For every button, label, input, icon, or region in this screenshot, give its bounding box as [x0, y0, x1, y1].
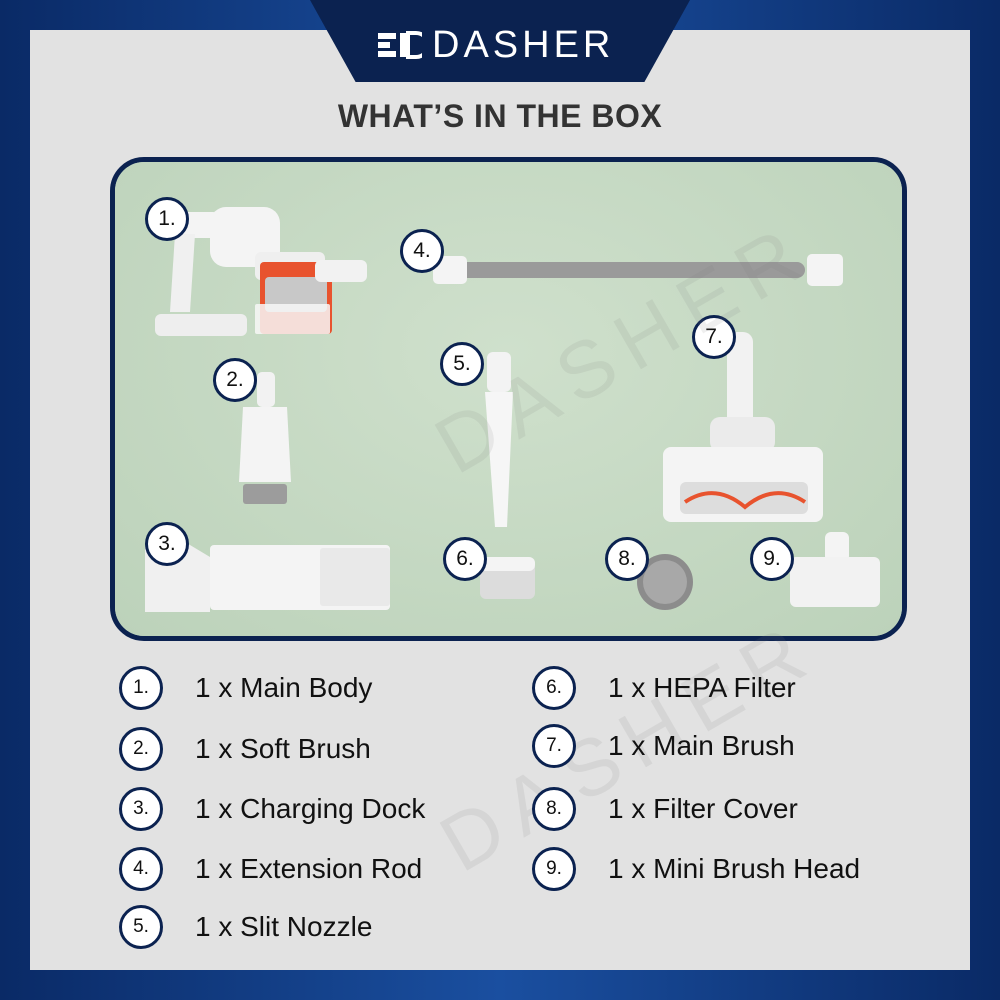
brand-name: DASHER	[432, 24, 615, 66]
list-item: 5. 1 x Slit Nozzle	[119, 905, 372, 949]
item-label: 1 x Soft Brush	[195, 733, 371, 764]
item-label: 1 x Mini Brush Head	[608, 853, 861, 884]
list-item: 3. 1 x Charging Dock	[119, 787, 425, 831]
hepa-filter-image	[480, 557, 535, 599]
item-label: 1 x Main Body	[195, 672, 373, 703]
item-number-badge: 6.	[532, 666, 576, 710]
list-item: 1. 1 x Main Body	[119, 666, 372, 710]
item-number-badge: 1.	[119, 666, 163, 710]
item-number-badge: 3.	[119, 787, 163, 831]
photo-label-7: 7.	[692, 315, 736, 359]
item-number-badge: 2.	[119, 727, 163, 771]
brand-logo-icon	[378, 30, 422, 59]
photo-label-4: 4.	[400, 229, 444, 273]
item-label: 1 x HEPA Filter	[608, 672, 796, 703]
photo-label-2: 2.	[213, 358, 257, 402]
item-number-badge: 7.	[532, 724, 576, 768]
list-item: 4. 1 x Extension Rod	[119, 847, 422, 891]
photo-label-6: 6.	[443, 537, 487, 581]
list-item: 8. 1 x Filter Cover	[532, 787, 798, 831]
list-item: 9. 1 x Mini Brush Head	[532, 847, 860, 891]
photo-label-8: 8.	[605, 537, 649, 581]
main-brush-image	[663, 332, 823, 522]
brand-logo: DASHER	[378, 24, 614, 67]
item-label: 1 x Extension Rod	[195, 853, 423, 884]
item-number-badge: 9.	[532, 847, 576, 891]
product-photo: 1. 4. 2. 5. 7. 3. 6. 8. 9. DASHER	[110, 157, 907, 641]
item-label: 1 x Filter Cover	[608, 793, 798, 824]
photo-label-1: 1.	[145, 197, 189, 241]
brand-tab	[310, 0, 690, 82]
soft-brush-image	[239, 372, 291, 504]
list-item: 7. 1 x Main Brush	[532, 724, 795, 768]
extension-rod-image	[433, 254, 843, 286]
item-number-badge: 8.	[532, 787, 576, 831]
slit-nozzle-image	[485, 352, 513, 527]
list-item: 6. 1 x HEPA Filter	[532, 666, 796, 710]
item-number-badge: 4.	[119, 847, 163, 891]
photo-label-9: 9.	[750, 537, 794, 581]
filter-cover-image	[637, 554, 693, 610]
item-label: 1 x Main Brush	[608, 730, 795, 761]
photo-label-3: 3.	[145, 522, 189, 566]
mini-brush-head-image	[790, 532, 880, 607]
item-label: 1 x Slit Nozzle	[195, 911, 373, 942]
item-label: 1 x Charging Dock	[195, 793, 426, 824]
photo-label-5: 5.	[440, 342, 484, 386]
page-title: WHAT’S IN THE BOX	[337, 98, 663, 134]
list-item: 2. 1 x Soft Brush	[119, 727, 371, 771]
item-number-badge: 5.	[119, 905, 163, 949]
